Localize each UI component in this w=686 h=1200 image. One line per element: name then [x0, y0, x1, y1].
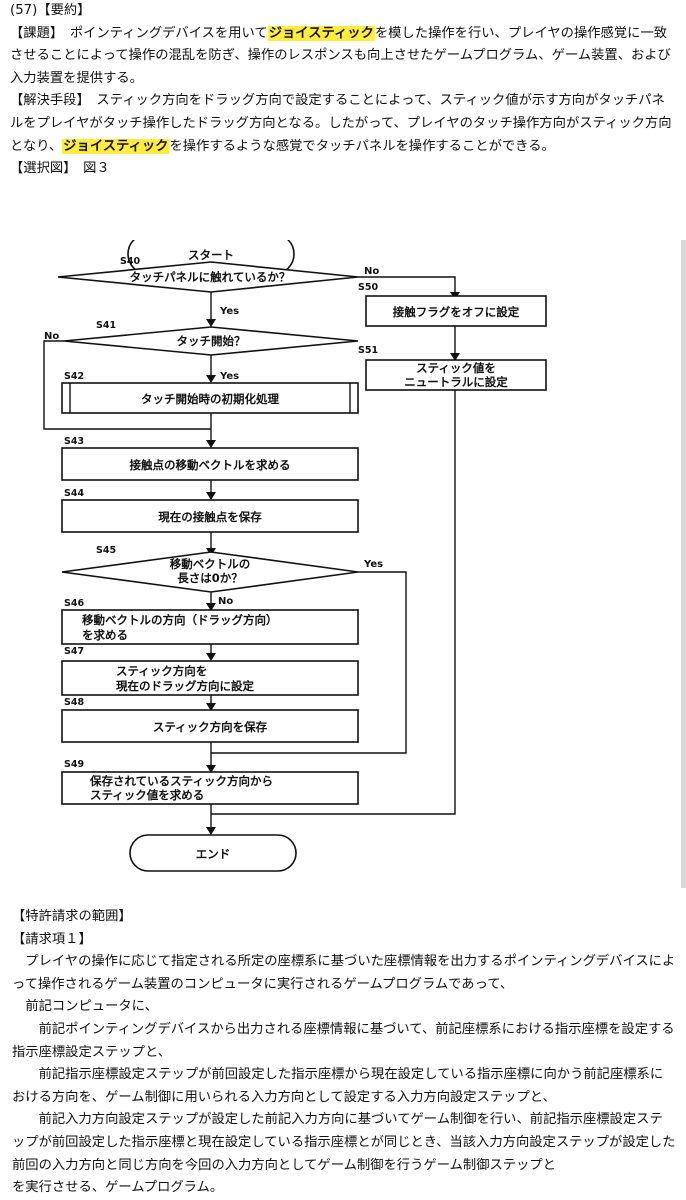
claim-1-paragraph-2: 前記コンピュータに、 — [25, 999, 158, 1015]
s41-yes-label: Yes — [219, 371, 239, 382]
edge-s45-yes — [211, 571, 407, 754]
abstract-problem: 【課題】 ポインティングデバイスを用いてジョイスティックを模した操作を行い、プレ… — [10, 23, 676, 91]
s49-box — [61, 771, 359, 805]
s42-text: タッチ開始時の初期化処理 — [141, 392, 279, 406]
s48-text: スティック方向を保存 — [153, 720, 268, 734]
s41-text: タッチ開始？ — [177, 334, 246, 348]
claims-section: 【特許請求の範囲】 【請求項１】 プレイヤの操作に応じて指定される所定の座標系に… — [0, 906, 686, 1200]
s47-box — [61, 660, 359, 696]
s42-id: S42 — [64, 371, 84, 382]
s51-line2: ニュートラルに設定 — [404, 375, 508, 389]
edge-s51-end — [211, 390, 456, 815]
s42-box — [61, 382, 359, 414]
s40-no-label: No — [364, 266, 379, 277]
s41-id: S41 — [96, 320, 116, 331]
s43-box — [61, 447, 359, 481]
arrow-s51 — [450, 353, 460, 361]
s40-id: S40 — [120, 256, 140, 267]
flowchart-figure: スタート S40 タッチパネルに触れているか？ No S50 接触フラグをオフに… — [0, 240, 686, 888]
figure-label: 【選択図】 — [10, 161, 70, 177]
claim-1-paragraph-1: プレイヤの操作に応じて指定される所定の座標系に基づいた座標情報を出力するポインテ… — [12, 954, 676, 992]
arrow-s41 — [206, 319, 216, 327]
s47-line2: 現在のドラッグ方向に設定 — [116, 679, 254, 693]
start-label: スタート — [188, 248, 234, 262]
s45-line1: 移動ベクトルの — [170, 557, 251, 571]
claim-1-paragraph-3: 前記ポインティングデバイスから出力される座標情報に基づいて、前記座標系における指… — [12, 1021, 675, 1060]
s49-line2: スティック値を求める — [90, 788, 204, 802]
end-label: エンド — [196, 847, 231, 861]
solution-text-2: を操作するような感覚でタッチパネルを操作することができる。 — [169, 138, 555, 154]
s51-box — [365, 359, 547, 391]
s45-id: S45 — [96, 545, 116, 556]
s40-text: タッチパネルに触れているか？ — [130, 270, 291, 284]
figure-edge — [681, 240, 686, 888]
arrow-s42 — [206, 375, 216, 383]
s46-line2: を求める — [82, 628, 128, 642]
claim-1-paragraph-6: を実行させる、ゲームプログラム。 — [12, 1180, 224, 1196]
s43-text: 接触点の移動ベクトルを求める — [130, 458, 291, 472]
s48-id: S48 — [64, 697, 84, 708]
abstract-solution: 【解決手段】 スティック方向をドラッグ方向で設定することによって、スティック値が… — [10, 90, 676, 158]
s49-line1: 保存されているスティック方向から — [89, 774, 273, 788]
claims-heading: 【特許請求の範囲】 — [12, 909, 132, 924]
s51-id: S51 — [358, 345, 378, 356]
abstract-heading: (57)【要約】 — [10, 3, 91, 18]
edge-s41-no — [43, 340, 211, 430]
problem-text-1: ポインティングデバイスを用いて — [56, 25, 268, 41]
claim-1-paragraph-5: 前記入力方向設定ステップが設定した前記入力方向に基づいてゲーム制御を行い、前記指… — [12, 1112, 676, 1173]
s46-box — [61, 609, 359, 645]
solution-highlight: ジョイスティック — [62, 138, 170, 154]
claim-1-label: 【請求項１】 — [12, 931, 92, 947]
solution-label: 【解決手段】 — [10, 93, 84, 109]
s41-no-label: No — [44, 331, 59, 342]
s44-id: S44 — [64, 488, 84, 499]
claim-1-paragraph-4: 前記指示座標設定ステップが前回設定した指示座標から現在設定している指示座標に向か… — [12, 1067, 664, 1105]
edge-s40-no — [358, 276, 456, 295]
s47-id: S47 — [64, 646, 84, 657]
arrow-s44 — [206, 492, 216, 500]
s50-id: S50 — [358, 282, 378, 293]
s47-line1: スティック方向を — [116, 664, 207, 678]
arrow-s49 — [206, 765, 216, 773]
arrow-s47 — [206, 653, 216, 661]
s48-box — [61, 709, 359, 743]
figure-caption: 【選択図】 図３ — [10, 158, 676, 181]
s45-yes-label: Yes — [363, 559, 383, 570]
s50-text: 接触フラグをオフに設定 — [393, 305, 520, 319]
s46-id: S46 — [64, 598, 84, 609]
s50-box — [365, 295, 547, 327]
problem-highlight: ジョイスティック — [267, 25, 375, 41]
s46-line1: 移動ベクトルの方向（ドラッグ方向） — [82, 613, 278, 627]
s49-id: S49 — [64, 759, 84, 770]
arrow-s48 — [206, 703, 216, 711]
end-terminal — [129, 834, 297, 872]
s45-line2: 長さは0か？ — [177, 571, 243, 585]
s45-no-label: No — [218, 596, 233, 607]
problem-label: 【課題】 — [10, 25, 57, 41]
s44-text: 現在の接触点を保存 — [158, 510, 262, 524]
flowchart-svg: スタート S40 タッチパネルに触れているか？ No S50 接触フラグをオフに… — [43, 240, 547, 872]
s40-yes-label: Yes — [219, 306, 239, 317]
s41-decision — [63, 326, 359, 356]
arrow-s46 — [206, 603, 216, 611]
problem-text-2: を模した操作を行い、プレイヤの操作感覚に一致させることによって操作の混乱を防ぎ、… — [10, 25, 671, 86]
solution-text-1: スティック方向をドラッグ方向で設定することによって、スティック値が示す方向がタッ… — [10, 93, 672, 154]
figure-ref: 図３ — [69, 161, 110, 177]
s43-id: S43 — [64, 436, 84, 447]
arrow-s43 — [206, 440, 216, 448]
s51-line1: スティック値を — [416, 361, 496, 375]
s44-box — [61, 499, 359, 533]
arrow-end — [206, 827, 216, 835]
abstract-section: (57)【要約】 【課題】 ポインティングデバイスを用いてジョイスティックを模し… — [0, 0, 686, 181]
